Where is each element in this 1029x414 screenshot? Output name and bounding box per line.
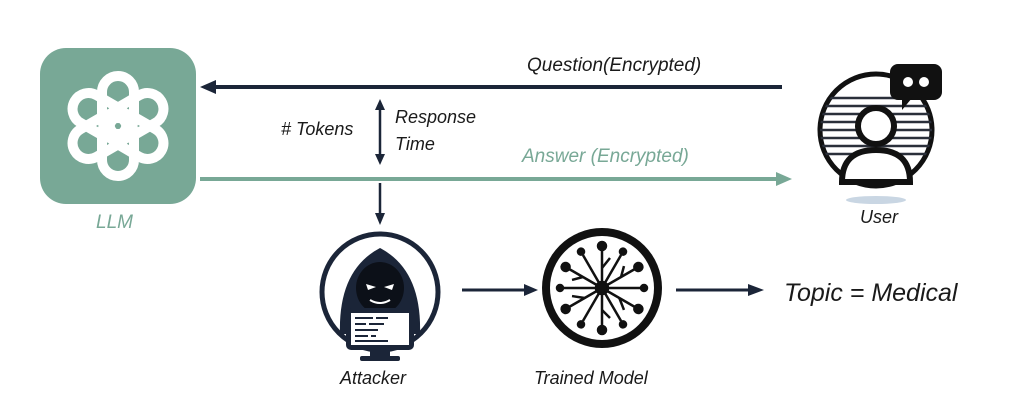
response-time-label-line1: Response [395,107,477,127]
answer-label: Answer (Encrypted) [522,146,689,167]
question-label: Question(Encrypted) [527,55,702,76]
model-node [540,226,664,350]
neural-network-circle-icon [542,228,662,348]
response-time-label-line2: Time [395,134,435,154]
user-chat-bubble-icon [817,64,942,204]
llm-label: LLM [96,212,133,233]
openai-knot-logo-icon [40,48,196,204]
trained-model-label: Trained Model [534,368,648,388]
hooded-hacker-laptop-icon [319,231,441,361]
tokens-label: # Tokens [281,119,354,139]
llm-node [40,48,196,204]
attacker-label: Attacker [340,368,407,388]
attacker-node [318,230,442,364]
user-node [806,58,956,208]
topic-result-label: Topic = Medical [784,279,958,307]
user-label: User [860,207,899,227]
